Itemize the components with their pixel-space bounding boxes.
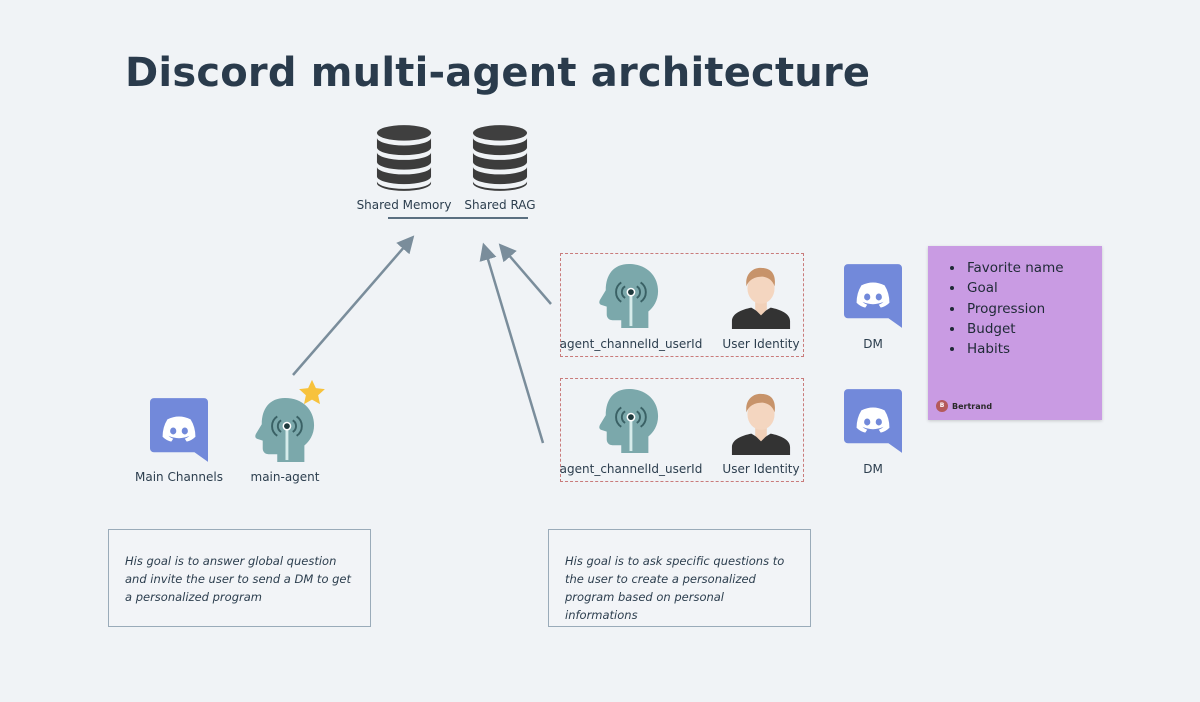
arrow-dm-agent-2 [479, 242, 545, 444]
dm-label: DM [863, 337, 883, 351]
list-item: Progression [965, 299, 1102, 319]
list-item: Habits [965, 339, 1102, 359]
sticky-author: B Bertrand [936, 400, 992, 412]
shared-memory-label: Shared Memory [356, 198, 452, 212]
dm-agent-group [560, 253, 804, 357]
user-avatar-icon [730, 264, 792, 330]
user-identity-label: User Identity [722, 337, 800, 351]
dm-agent-label: agent_channelId_userId [559, 462, 703, 476]
list-item: Budget [965, 319, 1102, 339]
user-identity-label: User Identity [722, 462, 800, 476]
arrow-dm-agent-1 [498, 243, 552, 305]
dm-label: DM [863, 462, 883, 476]
arrow-main-agent [292, 235, 415, 376]
agent-head-icon [598, 387, 660, 455]
discord-icon [844, 389, 902, 453]
agent-head-icon [598, 262, 660, 330]
main-agent-goal-note: His goal is to answer global question an… [108, 529, 371, 627]
dm-agent-goal-note: His goal is to ask specific questions to… [548, 529, 811, 627]
sticky-note[interactable]: Favorite name Goal Progression Budget Ha… [928, 246, 1102, 420]
dm-agent-group [560, 378, 804, 482]
list-item: Favorite name [965, 258, 1102, 278]
list-item: Goal [965, 278, 1102, 298]
main-channels-label: Main Channels [135, 470, 223, 484]
author-name: Bertrand [952, 401, 993, 411]
dm-agent-label: agent_channelId_userId [559, 337, 703, 351]
shared-rag-label: Shared RAG [464, 198, 536, 212]
avatar: B [936, 400, 948, 412]
shared-storage-underline [388, 217, 528, 219]
main-agent-label: main-agent [250, 470, 320, 484]
star-icon [299, 379, 325, 405]
page-title: Discord multi-agent architecture [125, 50, 871, 96]
discord-icon [150, 398, 208, 462]
user-avatar-icon [730, 390, 792, 456]
discord-icon [844, 264, 902, 328]
profile-field-list: Favorite name Goal Progression Budget Ha… [928, 258, 1102, 359]
